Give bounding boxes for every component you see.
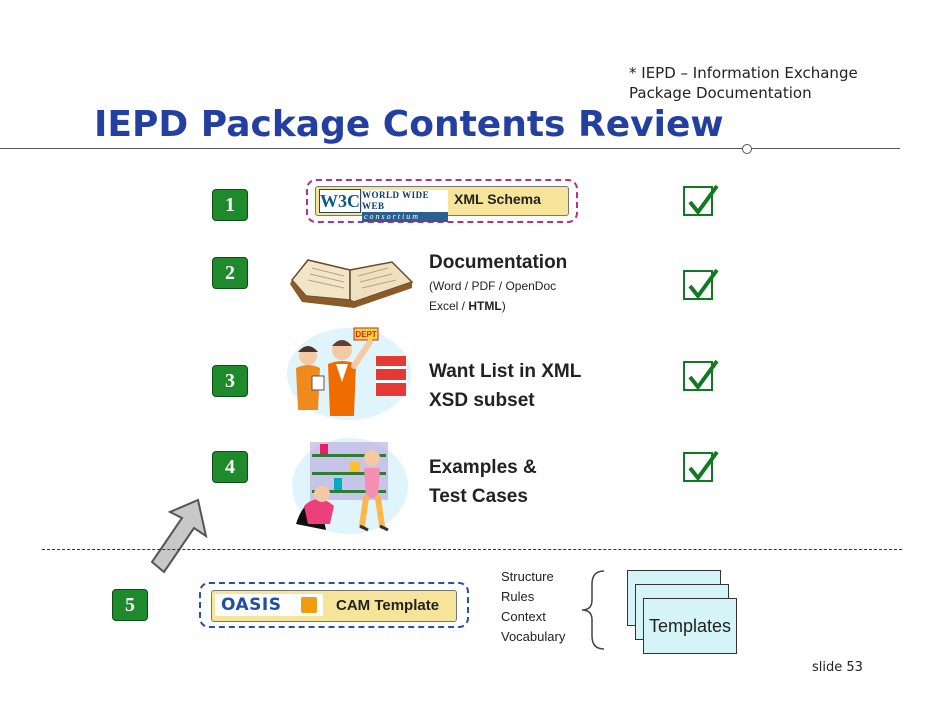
cam-components-list: Structure Rules Context Vocabulary bbox=[501, 567, 565, 647]
oasis-cam-template-badge: OASIS CAM Template bbox=[211, 590, 457, 622]
cam-template-label: CAM Template bbox=[336, 597, 440, 614]
oasis-logo-icon: OASIS bbox=[215, 594, 323, 616]
w3c-wordmark-line-2: consortium bbox=[362, 212, 448, 222]
check-icon bbox=[683, 450, 719, 482]
number-badge-5: 5 bbox=[112, 589, 148, 621]
list-item: Vocabulary bbox=[501, 629, 566, 644]
xml-schema-label: XML Schema bbox=[454, 191, 541, 207]
w3c-xml-schema-badge: W3C WORLD WIDE WEB consortium XML Schema bbox=[315, 186, 569, 222]
number-badge-3: 3 bbox=[212, 365, 248, 397]
customers-browsing-clipart bbox=[292, 438, 408, 534]
list-item: Structure bbox=[501, 569, 554, 584]
open-book-icon bbox=[290, 259, 414, 308]
shopping-staff-clipart: DEPT bbox=[287, 327, 411, 420]
clipart-badge-text: DEPT bbox=[355, 330, 376, 339]
curly-brace-icon bbox=[581, 570, 605, 650]
slide-number: slide 53 bbox=[812, 660, 863, 675]
oasis-dashed-frame bbox=[199, 582, 469, 628]
want-list-heading-line-1: Want List in XML bbox=[429, 361, 582, 382]
footnote-line-2: Package Documentation bbox=[629, 84, 812, 102]
w3c-dashed-frame bbox=[306, 179, 578, 223]
list-item: Context bbox=[501, 609, 546, 624]
footnote: * IEPD – Information Exchange Package Do… bbox=[629, 63, 858, 103]
page-title: IEPD Package Contents Review bbox=[94, 104, 724, 145]
footnote-line-1: * IEPD – Information Exchange bbox=[629, 64, 858, 82]
number-badge-4: 4 bbox=[212, 451, 248, 483]
documentation-heading: Documentation bbox=[429, 252, 568, 273]
number-badge-2: 2 bbox=[212, 257, 248, 289]
upward-arrow-icon bbox=[150, 498, 208, 574]
documentation-formats-line-1: (Word / PDF / OpenDoc bbox=[429, 279, 557, 293]
check-icon bbox=[683, 184, 719, 216]
w3c-logo-icon: W3C bbox=[319, 189, 361, 213]
html-emphasis: HTML bbox=[468, 299, 502, 313]
list-item: Rules bbox=[501, 589, 535, 604]
title-underline bbox=[0, 148, 900, 149]
templates-card: Templates bbox=[643, 598, 737, 654]
w3c-wordmark: WORLD WIDE WEB consortium bbox=[362, 190, 448, 222]
want-list-heading-line-2: XSD subset bbox=[429, 390, 535, 411]
number-badge-1: 1 bbox=[212, 189, 248, 221]
w3c-wordmark-line-1: WORLD WIDE WEB bbox=[362, 190, 430, 211]
examples-heading-line-1: Examples & bbox=[429, 457, 537, 478]
dashed-divider bbox=[42, 549, 902, 550]
examples-heading-line-2: Test Cases bbox=[429, 486, 528, 507]
documentation-formats-line-2: Excel / HTML) bbox=[429, 299, 506, 313]
check-icon bbox=[683, 359, 719, 391]
title-line-dot bbox=[742, 144, 752, 154]
check-icon bbox=[683, 268, 719, 300]
